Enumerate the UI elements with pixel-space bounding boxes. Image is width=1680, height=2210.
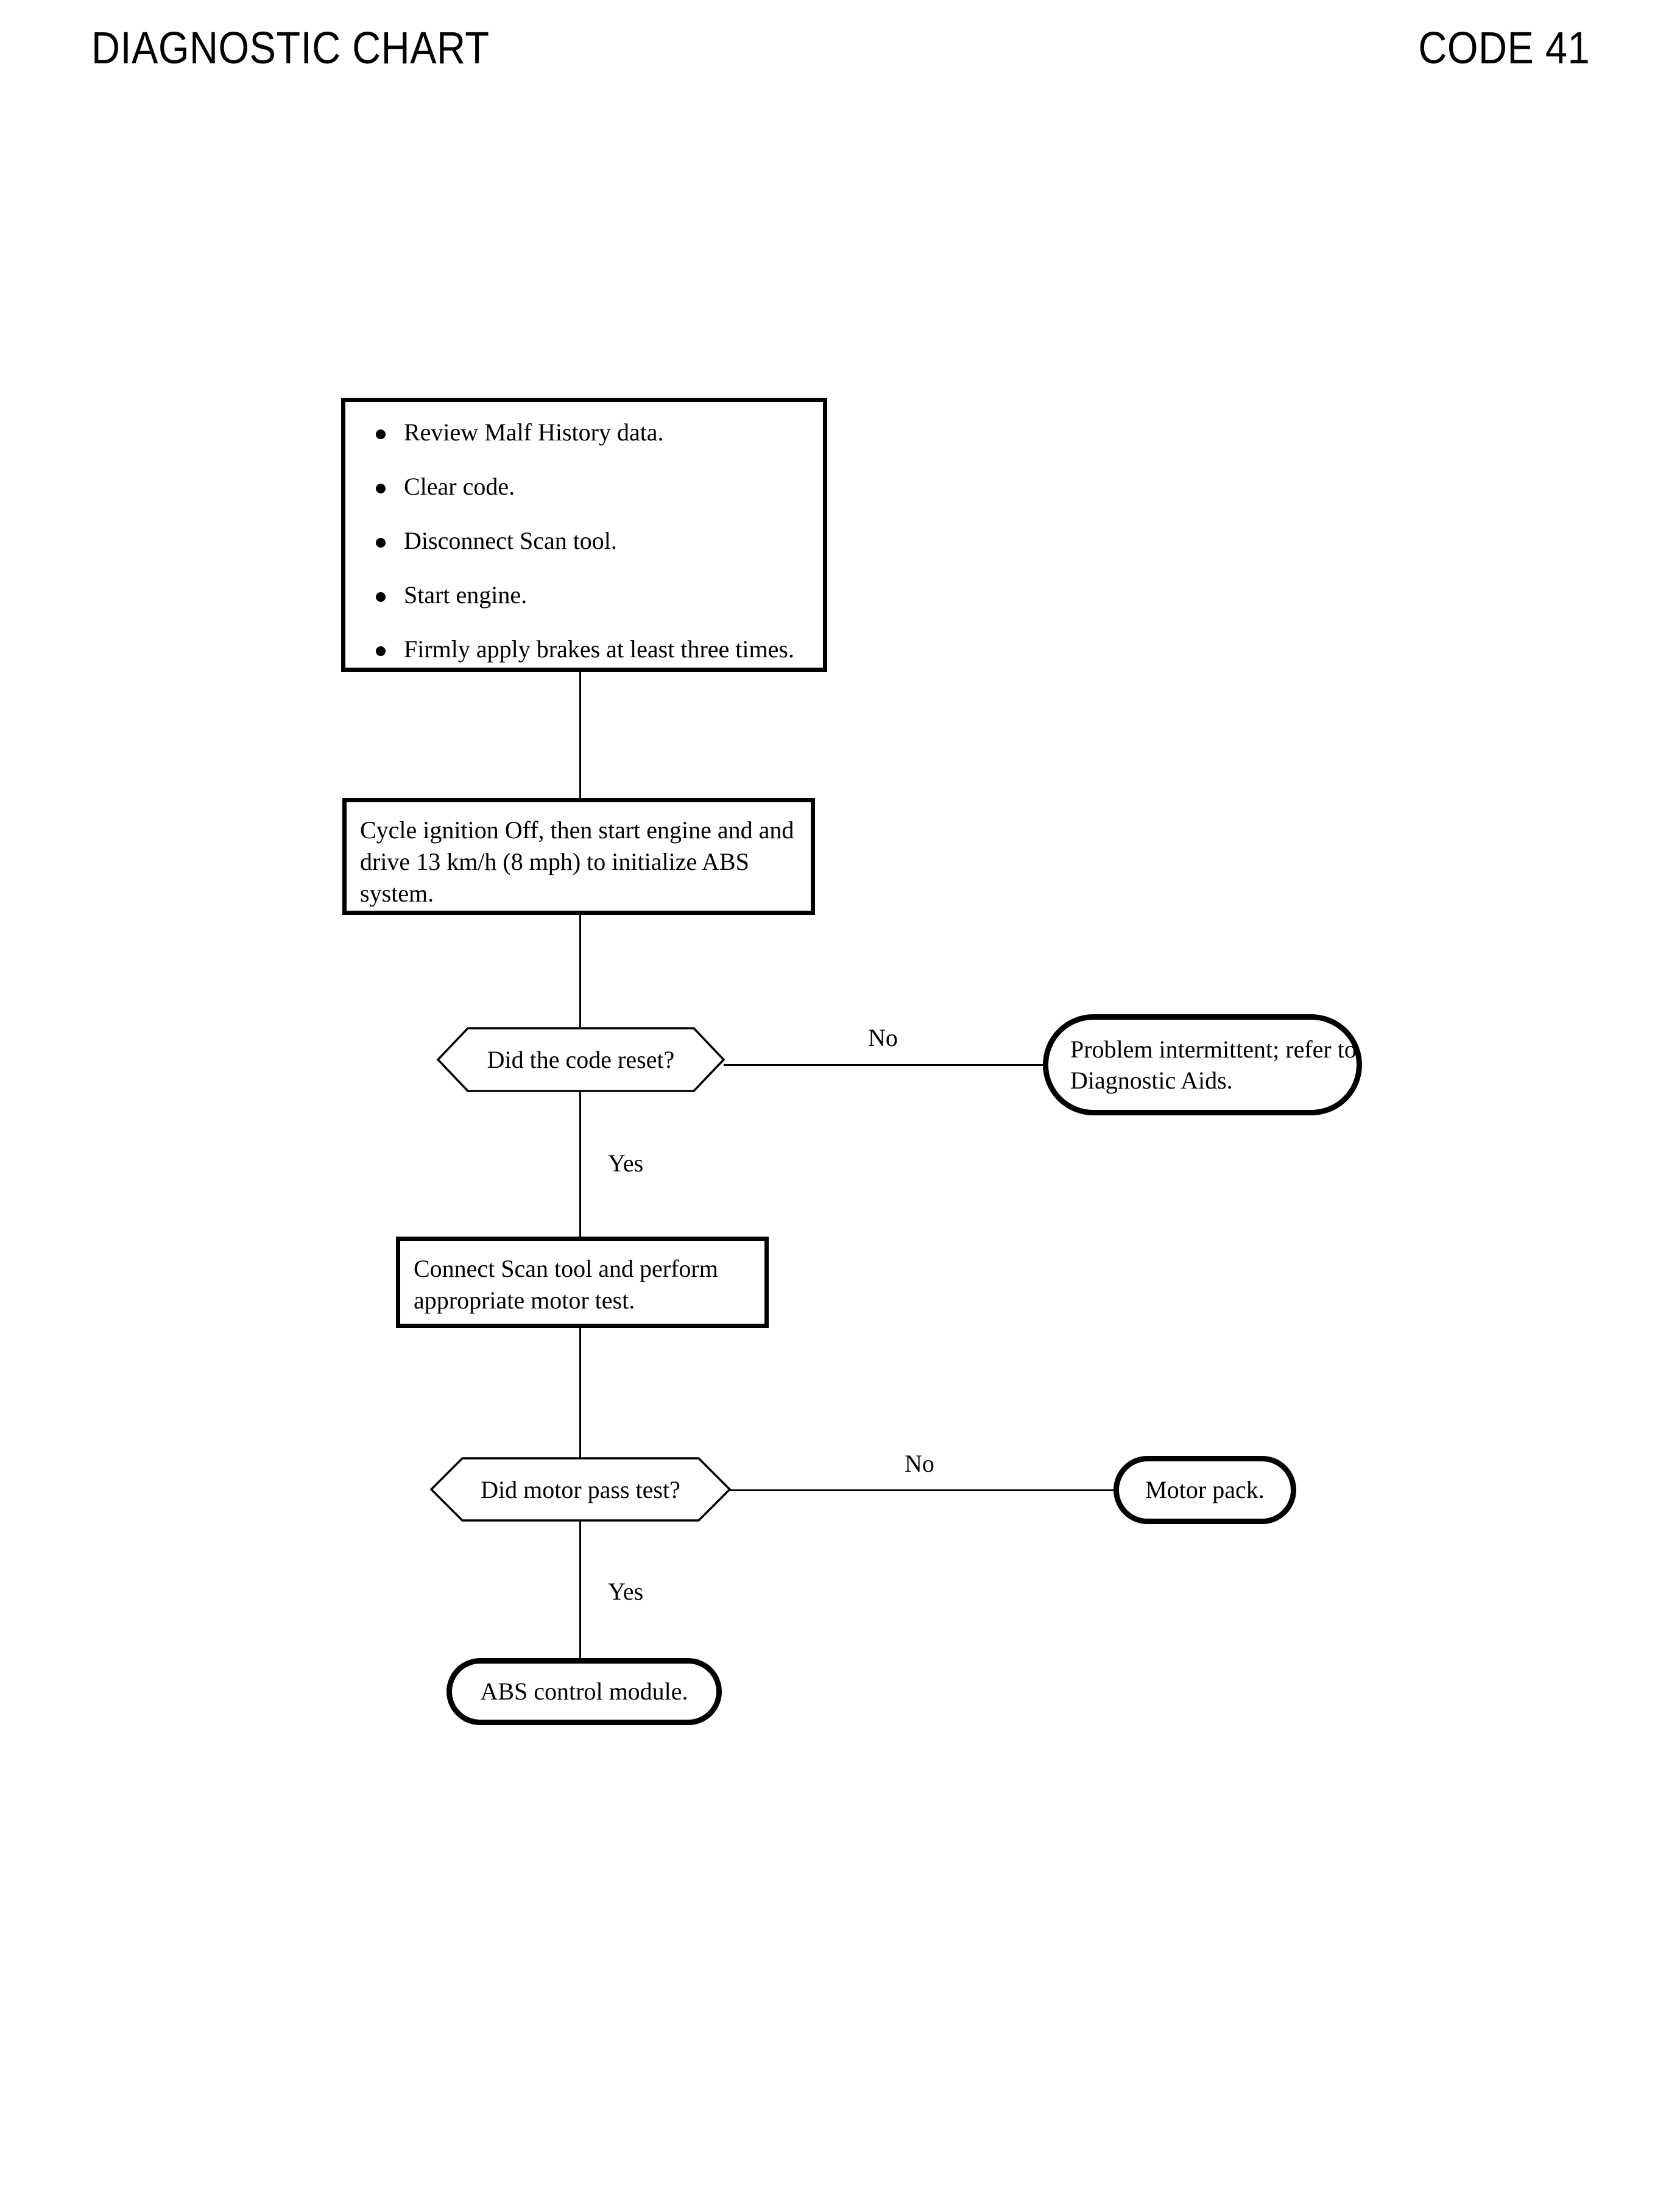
decision-label: Did the code reset?: [487, 1046, 675, 1073]
step-text: Disconnect Scan tool.: [404, 527, 617, 554]
page-header: DIAGNOSTIC CHART CODE 41: [0, 0, 1680, 110]
branch-label-no-code-reset: No: [868, 1024, 898, 1051]
step-text: Firmly apply brakes at least three times…: [404, 635, 794, 663]
list-item: Review Malf History data.: [361, 420, 807, 445]
page-title: DIAGNOSTIC CHART: [91, 23, 490, 73]
list-item: Firmly apply brakes at least three times…: [361, 637, 807, 662]
terminal-abs-control-module: ABS control module.: [446, 1658, 722, 1725]
list-item: Disconnect Scan tool.: [361, 529, 807, 553]
connector-init-to-decision-code-reset: [579, 914, 581, 1027]
terminal-label: ABS control module.: [480, 1678, 688, 1706]
initialize-abs-process-box: Cycle ignition Off, then start engine an…: [342, 798, 815, 915]
connect-scan-tool-text: Connect Scan tool and perform appropriat…: [414, 1255, 718, 1314]
decision-did-the-code-reset: Did the code reset?: [436, 1027, 725, 1092]
terminal-motor-pack: Motor pack.: [1114, 1456, 1296, 1524]
steps-process-box: Review Malf History data. Clear code. Di…: [341, 398, 827, 672]
hexagon-shape: [436, 1027, 725, 1092]
hexagon-shape: [429, 1457, 732, 1522]
connector-code-reset-yes: [579, 1092, 581, 1238]
branch-label-yes-code-reset: Yes: [608, 1149, 644, 1177]
diagnostic-code-label: CODE 41: [1418, 23, 1590, 73]
list-item: Clear code.: [361, 475, 807, 499]
connect-scan-tool-process-box: Connect Scan tool and perform appropriat…: [396, 1237, 769, 1328]
connector-motor-test-no: [730, 1489, 1115, 1491]
initialize-abs-text: Cycle ignition Off, then start engine an…: [360, 816, 794, 907]
connector-motor-test-yes: [579, 1521, 581, 1659]
terminal-label: Motor pack.: [1145, 1476, 1265, 1504]
step-text: Review Malf History data.: [404, 418, 664, 446]
branch-label-no-motor-test: No: [905, 1450, 934, 1477]
step-text: Clear code.: [404, 473, 515, 500]
branch-label-yes-motor-test: Yes: [608, 1578, 644, 1605]
steps-list: Review Malf History data. Clear code. Di…: [361, 420, 807, 662]
decision-did-motor-pass-test: Did motor pass test?: [429, 1457, 732, 1522]
decision-label: Did motor pass test?: [481, 1475, 680, 1503]
connector-scan-to-decision-motor-test: [579, 1327, 581, 1458]
terminal-problem-intermittent: Problem intermittent; refer to Diagnosti…: [1043, 1014, 1362, 1115]
step-text: Start engine.: [404, 581, 528, 609]
connector-code-reset-no: [724, 1064, 1044, 1066]
connector-steps-to-init: [579, 672, 581, 799]
terminal-label: Problem intermittent; refer to Diagnosti…: [1070, 1035, 1357, 1094]
list-item: Start engine.: [361, 583, 807, 607]
